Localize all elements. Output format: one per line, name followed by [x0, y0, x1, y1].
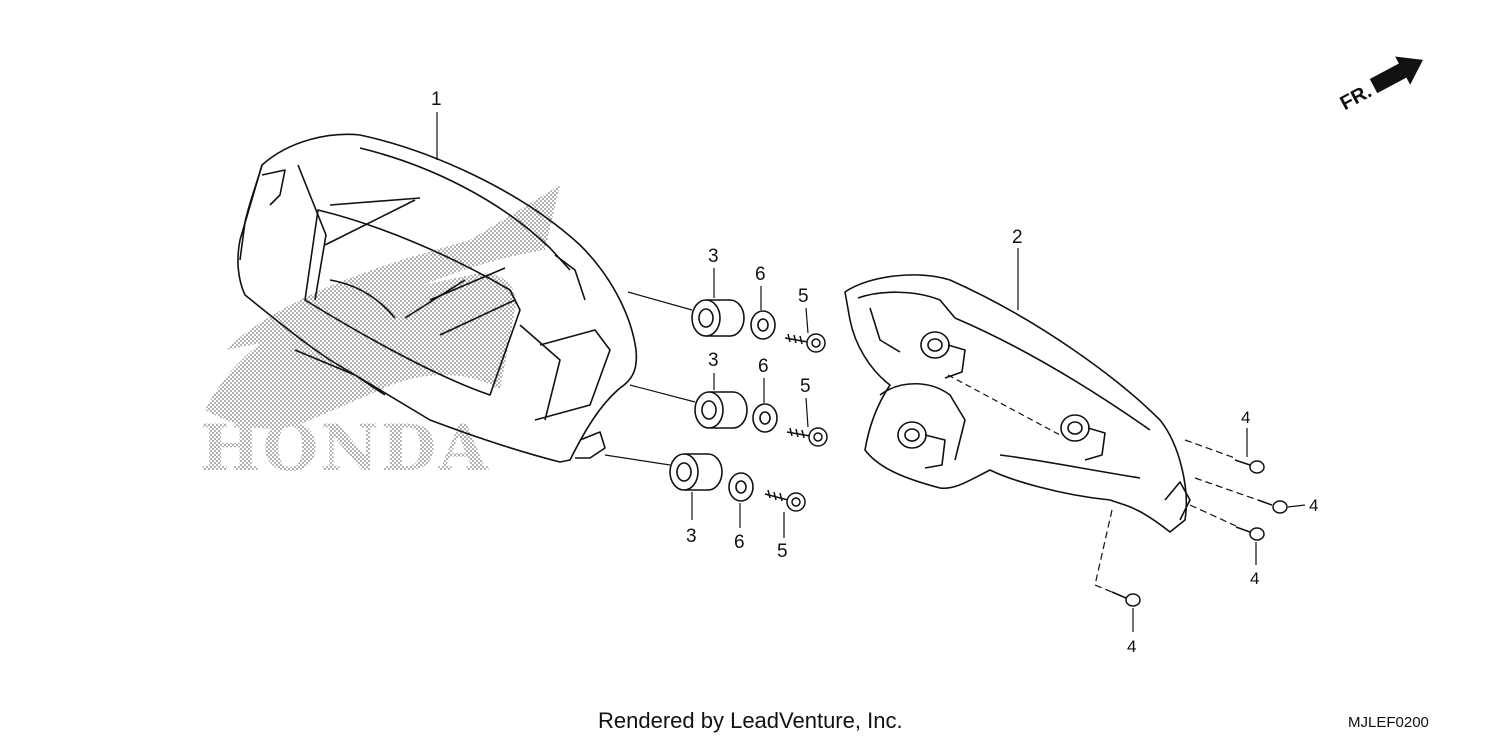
- callout-6-bottom: 6: [734, 532, 745, 553]
- collar: [750, 310, 776, 340]
- bolt: [1234, 459, 1265, 474]
- screws: [764, 333, 828, 512]
- rubber-mounts: [669, 299, 748, 491]
- meter-assembly: [237, 133, 638, 463]
- bolt: [1111, 591, 1141, 607]
- screw: [764, 489, 806, 512]
- callout-6-top: 6: [755, 264, 766, 285]
- honda-wordmark: HONDA: [200, 411, 490, 486]
- callout-3-mid: 3: [708, 350, 719, 371]
- callout-3-top: 3: [708, 246, 719, 267]
- honda-watermark: HONDA: [200, 185, 560, 486]
- callout-2: 2: [1012, 227, 1023, 248]
- honda-wing-logo: [205, 273, 516, 429]
- rubber-mount: [694, 391, 748, 429]
- collars: [728, 310, 778, 502]
- bolt: [1235, 526, 1265, 541]
- bolts: [1111, 459, 1288, 607]
- callout-4-lower: 4: [1250, 569, 1259, 588]
- callout-1: 1: [431, 89, 442, 110]
- callout-5-bottom: 5: [777, 541, 788, 562]
- leader-lines: [436, 112, 1306, 632]
- callout-3-bottom: 3: [686, 526, 697, 547]
- callout-6-mid: 6: [758, 356, 769, 377]
- callout-4-top: 4: [1241, 408, 1250, 427]
- callout-5-top: 5: [798, 286, 809, 307]
- callout-4-bottom: 4: [1127, 637, 1136, 656]
- callouts: 1 2 3 3 3 6 6 6 5 5 5 4 4 4 4: [431, 89, 1318, 656]
- screw: [784, 333, 826, 353]
- rubber-mount: [691, 299, 745, 337]
- front-direction-indicator: FR.: [1337, 56, 1423, 115]
- diagram-code: MJLEF0200: [1348, 714, 1429, 731]
- screw: [786, 427, 828, 447]
- collar: [752, 403, 778, 433]
- arrow-right-icon: [1369, 56, 1423, 94]
- callout-5-mid: 5: [800, 376, 811, 397]
- meter-cover: [844, 274, 1191, 533]
- render-credit: Rendered by LeadVenture, Inc.: [598, 708, 903, 733]
- collar: [728, 472, 754, 502]
- callout-4-right: 4: [1309, 496, 1318, 515]
- rubber-mount: [669, 453, 723, 491]
- bolt: [1257, 499, 1288, 514]
- front-direction-label: FR.: [1337, 80, 1376, 115]
